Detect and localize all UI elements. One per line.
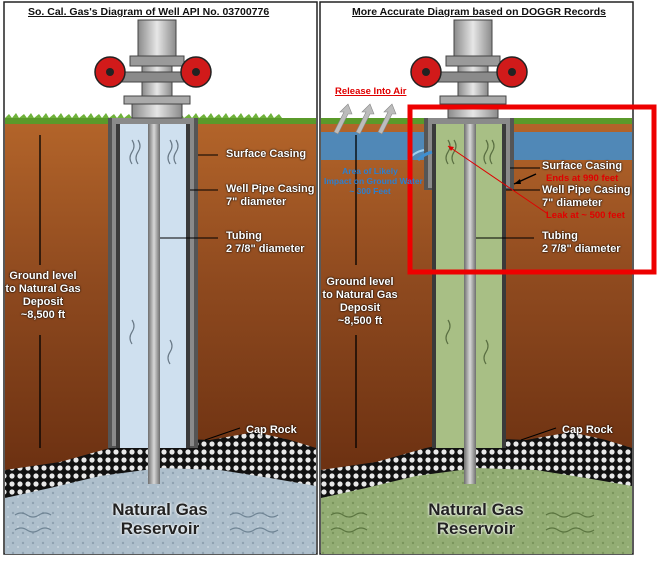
right-reservoir (321, 468, 632, 554)
right-surface-casing-label: Surface Casing (542, 160, 623, 172)
right-tubing-line-1: Tubing (542, 230, 578, 242)
left-reservoir-line-2: Reservoir (120, 519, 200, 538)
right-well-casing-line-1: Well Pipe Casing (542, 184, 631, 196)
right-panel-title: More Accurate Diagram based on DOGGR Rec… (352, 6, 607, 18)
left-well-casing-label: Well Pipe Casing 7" diameter (226, 183, 314, 209)
left-well-casing-line-1: Well Pipe Casing (226, 183, 315, 195)
right-well-casing-label: Well Pipe Casing 7" diameter (542, 184, 630, 210)
right-ground-line-4: ~8,500 ft (337, 315, 383, 327)
right-ground-line-3: Deposit (339, 302, 381, 314)
aquifer-note-line-1: Area of Likely (342, 166, 398, 176)
left-ground-line-1: Ground level (9, 270, 77, 282)
aquifer-note-line-2: Impact on Ground Water (324, 176, 423, 186)
aquifer-note-line-3: ~ 300 Feet (349, 186, 391, 196)
ends-at-label: Ends at 990 feet (546, 173, 619, 184)
aquifer-impact-note: Area of Likely Impact on Ground Water ~ … (324, 166, 423, 196)
left-tubing-line-2: 2 7/8" diameter (226, 243, 305, 255)
right-ground-line-1: Ground level (326, 276, 394, 288)
left-reservoir (5, 468, 316, 554)
highlight-box (407, 104, 657, 275)
right-ground-line-2: to Natural Gas (322, 289, 398, 301)
right-cap-rock-label: Cap Rock (562, 424, 613, 436)
right-panel (321, 19, 657, 554)
left-ground-line-3: Deposit (22, 296, 64, 308)
right-tubing-label: Tubing 2 7/8" diameter (542, 230, 621, 256)
right-wellhead (453, 19, 493, 57)
right-tubing (464, 124, 476, 484)
left-reservoir-line-1: Natural Gas (112, 500, 208, 519)
right-reservoir-label: Natural Gas Reservoir (416, 500, 536, 538)
left-surface-casing-label: Surface Casing (226, 148, 307, 160)
left-reservoir-label: Natural Gas Reservoir (100, 500, 220, 538)
left-wellhead (137, 19, 177, 57)
right-tubing-line-2: 2 7/8" diameter (542, 243, 621, 255)
left-tubing-line-1: Tubing (226, 230, 262, 242)
right-well-casing-line-2: 7" diameter (542, 197, 603, 209)
left-well-casing-line-2: 7" diameter (226, 196, 287, 208)
left-cap-rock-label: Cap Rock (246, 424, 297, 436)
left-tubing (148, 124, 160, 484)
left-panel-title: So. Cal. Gas's Diagram of Well API No. 0… (28, 6, 270, 18)
right-reservoir-line-2: Reservoir (436, 519, 516, 538)
left-panel (5, 19, 316, 554)
leak-at-label: Leak at ~ 500 feet (546, 210, 625, 221)
release-into-air-label: Release Into Air (335, 86, 407, 97)
release-arrows (333, 103, 397, 135)
right-reservoir-line-1: Natural Gas (428, 500, 524, 519)
left-ground-level-label: Ground level to Natural Gas Deposit ~8,5… (4, 270, 82, 322)
left-ground-line-4: ~8,500 ft (20, 309, 66, 321)
left-tubing-label: Tubing 2 7/8" diameter (226, 230, 305, 256)
left-ground-line-2: to Natural Gas (5, 283, 81, 295)
right-ground-level-label: Ground level to Natural Gas Deposit ~8,5… (320, 276, 400, 328)
